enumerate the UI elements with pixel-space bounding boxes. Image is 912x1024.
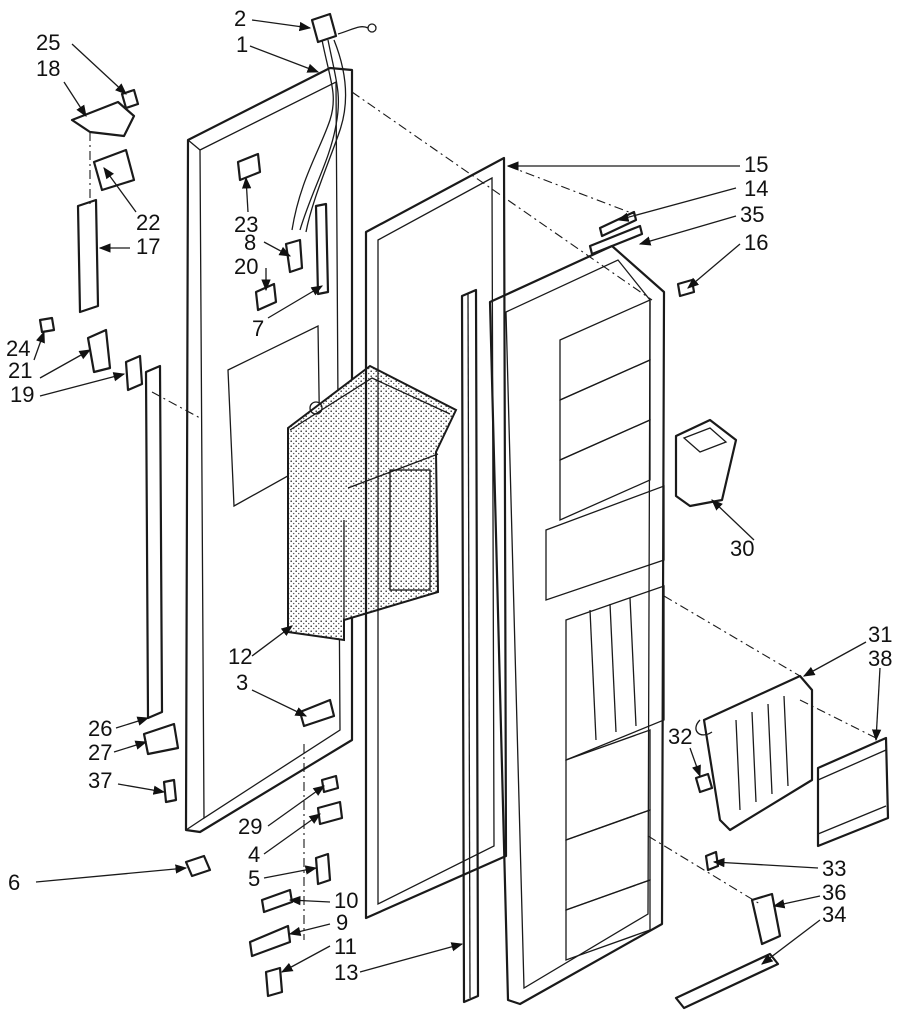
callout-36: 36 bbox=[822, 880, 846, 905]
small-door-parts bbox=[236, 152, 330, 312]
callout-16: 16 bbox=[744, 230, 768, 255]
callout-19: 19 bbox=[10, 382, 34, 407]
callout-37: 37 bbox=[88, 768, 112, 793]
callout-labels: 2 1 25 18 22 17 23 8 20 7 24 21 19 15 14… bbox=[6, 6, 892, 985]
hardware-right bbox=[674, 772, 782, 1010]
bottom-hinge-parts bbox=[248, 698, 344, 998]
callout-27: 27 bbox=[88, 740, 112, 765]
callout-30: 30 bbox=[730, 536, 754, 561]
callout-25: 25 bbox=[36, 30, 60, 55]
callout-12: 12 bbox=[228, 644, 252, 669]
callout-5: 5 bbox=[248, 866, 260, 891]
heater-assembly bbox=[695, 674, 814, 832]
door-gasket bbox=[364, 156, 508, 920]
breaker-strip bbox=[460, 288, 480, 1004]
callout-9: 9 bbox=[336, 910, 348, 935]
callout-6: 6 bbox=[8, 870, 20, 895]
callout-2: 2 bbox=[234, 6, 246, 31]
wiring-harness bbox=[291, 12, 377, 233]
callout-23: 23 bbox=[234, 212, 258, 237]
callout-26: 26 bbox=[88, 716, 112, 741]
ice-chute bbox=[674, 418, 738, 508]
door-inner-liner bbox=[488, 244, 666, 1006]
callout-8: 8 bbox=[244, 230, 256, 255]
assembly-centerlines bbox=[89, 91, 881, 905]
callout-11: 11 bbox=[334, 934, 357, 959]
callout-21: 21 bbox=[8, 358, 32, 383]
callout-3: 3 bbox=[236, 670, 248, 695]
callout-31: 31 bbox=[868, 622, 892, 647]
top-trim-strips bbox=[588, 210, 696, 298]
callout-14: 14 bbox=[744, 176, 768, 201]
bottom-trim-38 bbox=[816, 736, 890, 848]
callout-24: 24 bbox=[6, 336, 30, 361]
leader-lines bbox=[33, 19, 882, 973]
callout-35: 34 bbox=[822, 902, 846, 927]
callout-18: 18 bbox=[36, 56, 60, 81]
callout-10: 10 bbox=[334, 888, 358, 913]
callout-1: 1 bbox=[236, 32, 248, 57]
callout-7: 7 bbox=[252, 316, 264, 341]
callout-15: 15 bbox=[744, 152, 768, 177]
callout-17: 17 bbox=[136, 234, 160, 259]
callout-34: 35 bbox=[740, 202, 764, 227]
left-hinge-parts bbox=[38, 88, 212, 878]
callout-33: 33 bbox=[822, 856, 846, 881]
callout-22: 22 bbox=[136, 210, 160, 235]
callout-38: 38 bbox=[868, 646, 892, 671]
callout-13: 13 bbox=[334, 960, 358, 985]
callout-29: 29 bbox=[238, 814, 262, 839]
dispenser-housing bbox=[287, 364, 458, 642]
callout-20: 20 bbox=[234, 254, 258, 279]
callout-4: 4 bbox=[248, 842, 260, 867]
callout-32: 32 bbox=[668, 724, 692, 749]
